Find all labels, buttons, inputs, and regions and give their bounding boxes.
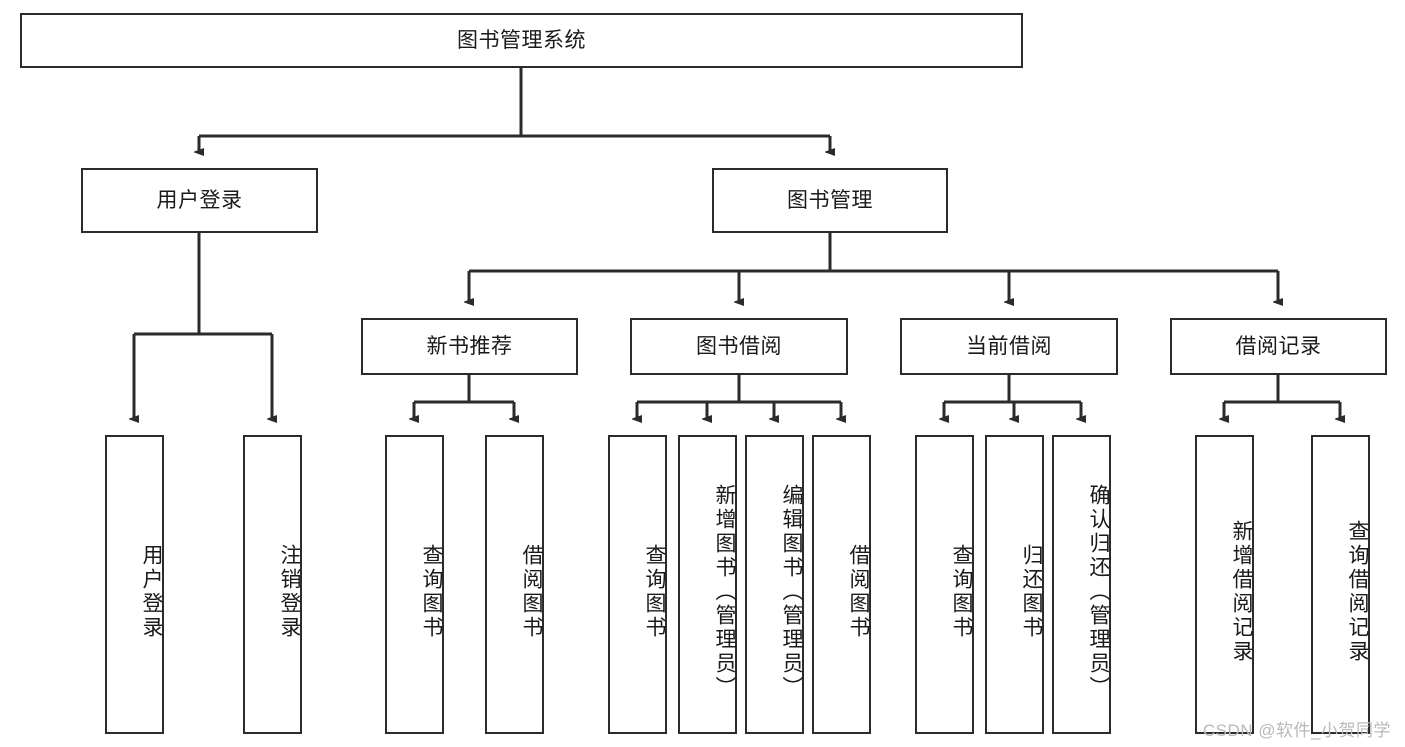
node-user-login-label: 用户登录 [156, 188, 243, 212]
node-new-book-recommend[interactable]: 新书推荐 [361, 318, 578, 375]
node-user-login[interactable]: 用户登录 [81, 168, 318, 233]
node-leaf-br-query-label: 查询借阅记录 [1346, 519, 1369, 664]
node-leaf-br-query[interactable]: 查询借阅记录 [1311, 435, 1370, 734]
watermark-text: CSDN @软件_小贺同学 [1202, 721, 1391, 740]
node-leaf-nbr-borrow[interactable]: 借阅图书 [485, 435, 544, 734]
node-leaf-user-login[interactable]: 用户登录 [105, 435, 164, 734]
node-leaf-user-logout-label: 注销登录 [278, 543, 301, 640]
node-leaf-bb-edit-label: 编辑图书（管理员） [780, 483, 803, 700]
node-leaf-cb-return[interactable]: 归还图书 [985, 435, 1044, 734]
node-leaf-bb-query-label: 查询图书 [643, 543, 666, 640]
node-book-manage-label: 图书管理 [787, 188, 873, 212]
node-current-borrow-label: 当前借阅 [966, 334, 1052, 358]
node-leaf-br-add-label: 新增借阅记录 [1230, 519, 1253, 664]
node-root-label: 图书管理系统 [457, 28, 586, 52]
node-leaf-user-logout[interactable]: 注销登录 [243, 435, 302, 734]
node-leaf-cb-confirm-label: 确认归还（管理员） [1087, 483, 1110, 700]
node-borrow-record[interactable]: 借阅记录 [1170, 318, 1387, 375]
node-leaf-bb-borrow[interactable]: 借阅图书 [812, 435, 871, 734]
node-book-borrow[interactable]: 图书借阅 [630, 318, 848, 375]
node-new-book-recommend-label: 新书推荐 [426, 334, 513, 358]
node-leaf-bb-edit[interactable]: 编辑图书（管理员） [745, 435, 804, 734]
node-leaf-br-add[interactable]: 新增借阅记录 [1195, 435, 1254, 734]
node-leaf-cb-query-label: 查询图书 [950, 543, 973, 640]
node-current-borrow[interactable]: 当前借阅 [900, 318, 1118, 375]
node-book-borrow-label: 图书借阅 [696, 334, 782, 358]
node-root[interactable]: 图书管理系统 [20, 13, 1023, 68]
node-leaf-nbr-query-label: 查询图书 [420, 543, 443, 640]
node-leaf-bb-query[interactable]: 查询图书 [608, 435, 667, 734]
node-leaf-cb-return-label: 归还图书 [1020, 543, 1043, 640]
node-borrow-record-label: 借阅记录 [1235, 334, 1322, 358]
node-book-manage[interactable]: 图书管理 [712, 168, 948, 233]
node-leaf-bb-borrow-label: 借阅图书 [847, 543, 870, 640]
node-leaf-user-login-label: 用户登录 [140, 543, 163, 640]
node-leaf-nbr-query[interactable]: 查询图书 [385, 435, 444, 734]
node-leaf-bb-add[interactable]: 新增图书（管理员） [678, 435, 737, 734]
node-leaf-nbr-borrow-label: 借阅图书 [520, 543, 543, 640]
node-leaf-cb-query[interactable]: 查询图书 [915, 435, 974, 734]
node-leaf-bb-add-label: 新增图书（管理员） [713, 483, 736, 700]
node-leaf-cb-confirm[interactable]: 确认归还（管理员） [1052, 435, 1111, 734]
